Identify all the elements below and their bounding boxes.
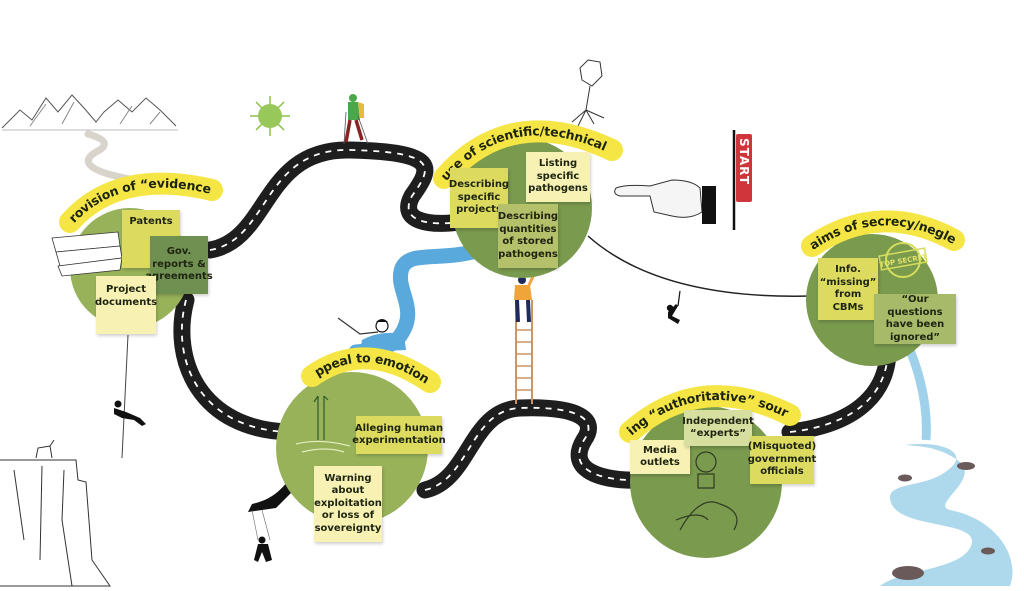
microphone-hands-icon (675, 451, 738, 531)
mountains-illustration (1, 94, 178, 131)
sticky-listing-pathogens: Listing specific pathogens (526, 152, 590, 202)
sticky-human-experimentation: Alleging human experimentation (352, 416, 446, 454)
stage-banner-evidence: Provision of “evidence” (0, 0, 223, 233)
stage-title-evidence: Provision of “evidence” (0, 0, 213, 225)
zipline-climber-icon (666, 290, 681, 324)
sticky-project-documents: Project documents (95, 276, 157, 334)
start-flag: START (732, 130, 752, 230)
hiker-icon (343, 94, 369, 145)
rappelling-climber-icon (114, 334, 146, 459)
sticky-independent-experts: Independent “experts” (682, 410, 754, 446)
svg-text:Provision of “evidence”: Provision of “evidence” (0, 0, 213, 225)
drowning-person-icon (337, 317, 406, 352)
bacteriophage-icon (571, 59, 605, 127)
sticky-government-officials: (Misquoted) government officials (748, 436, 816, 484)
sticky-quantities-pathogens: Describing quantities of stored pathogen… (498, 204, 558, 268)
goat-on-cliff-illustration (0, 439, 111, 587)
sticky-media-outlets: Media outlets (630, 440, 690, 474)
ladder-climber-icon (514, 269, 538, 404)
zipline-rope (587, 235, 813, 297)
drowning-hand-icon (295, 395, 351, 453)
sticky-questions-ignored: “Our questions have been ignored” (874, 294, 956, 344)
sticky-exploitation-sovereignty: Warning about exploitation or loss of so… (314, 466, 382, 542)
pointing-hand-icon (614, 179, 716, 224)
puppet-hand-icon (248, 478, 292, 562)
sticky-describing-projects: Describing specific projects (449, 168, 509, 228)
sticky-info-missing: Info. “missing” from CBMs (818, 258, 878, 320)
virus-icon (250, 96, 290, 136)
document-stack-icon (51, 231, 123, 277)
waterfall-illustration (880, 348, 1013, 586)
start-flag-label: START (737, 138, 751, 185)
sticky-gov-reports: Gov. reports & agreements (145, 236, 213, 294)
